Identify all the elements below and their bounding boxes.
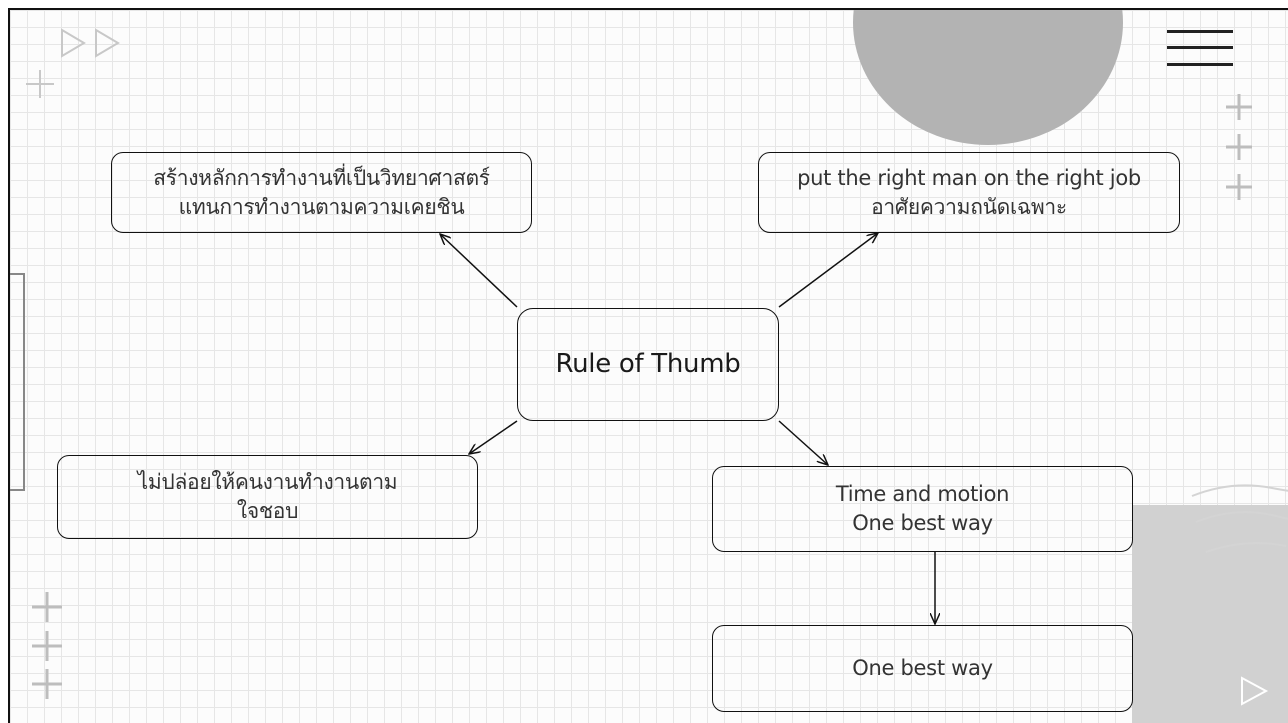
diagram-connectors xyxy=(10,10,1288,723)
play-triangle-icon xyxy=(61,28,120,58)
node-label: One best way xyxy=(852,656,993,680)
node-one-best-way[interactable]: One best way xyxy=(712,625,1133,712)
node-label-line-2: แทนการทำงานตามความเคยชิน xyxy=(178,194,465,219)
arrow-center-to-bottom-left xyxy=(469,420,518,454)
node-time-and-motion[interactable]: Time and motion One best way xyxy=(712,466,1133,552)
menu-icon[interactable] xyxy=(1167,30,1233,70)
arrow-center-to-top-right xyxy=(778,233,878,308)
plus-icon xyxy=(32,592,62,699)
plus-icon xyxy=(1226,94,1252,200)
node-label-line-2: One best way xyxy=(852,511,993,535)
node-label: Rule of Thumb xyxy=(555,349,741,379)
node-label-line-1: สร้างหลักการทำงานที่เป็นวิทยาศาสตร์ xyxy=(153,165,490,190)
arrow-center-to-top-left xyxy=(440,234,518,308)
arrow-center-to-bottom-right xyxy=(778,420,828,465)
node-label-line-1: Time and motion xyxy=(835,482,1010,506)
node-label-line-2: ใจชอบ xyxy=(236,499,299,523)
decorative-gray-block xyxy=(1132,505,1288,723)
node-label-line-1: put the right man on the right job xyxy=(797,165,1141,190)
slide-canvas: Rule of Thumb สร้างหลักการทำงานที่เป็นวิ… xyxy=(8,8,1288,723)
play-triangle-icon xyxy=(1241,676,1269,706)
decorative-bracket xyxy=(10,273,25,491)
node-label-line-2: อาศัยความถนัดเฉพาะ xyxy=(871,194,1067,219)
node-scientific-principles[interactable]: สร้างหลักการทำงานที่เป็นวิทยาศาสตร์ แทนก… xyxy=(111,152,532,233)
plus-icon xyxy=(26,70,54,98)
node-no-free-will-work[interactable]: ไม่ปล่อยให้คนงานทำงานตาม ใจชอบ xyxy=(57,455,478,539)
decorative-symbols xyxy=(26,28,1288,706)
node-rule-of-thumb[interactable]: Rule of Thumb xyxy=(517,308,779,421)
decorative-waves xyxy=(1191,484,1288,553)
node-right-man-right-job[interactable]: put the right man on the right job อาศัย… xyxy=(758,152,1180,233)
node-label-line-1: ไม่ปล่อยให้คนงานทำงานตาม xyxy=(137,470,398,494)
